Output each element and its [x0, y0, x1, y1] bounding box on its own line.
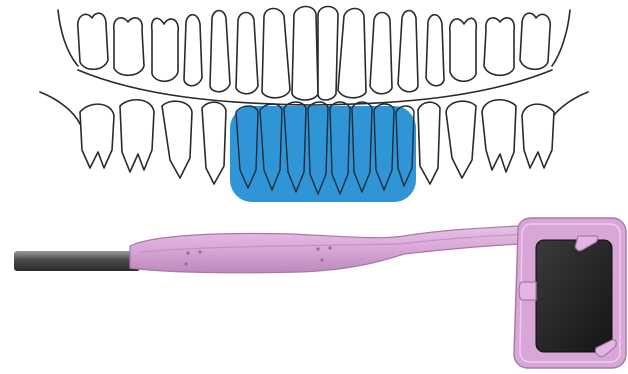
lower-tooth-r4 [418, 102, 440, 184]
upper-tooth-l1 [262, 9, 290, 98]
lower-arch [40, 92, 588, 202]
holder-arm [130, 226, 532, 273]
arm-hole [320, 258, 323, 261]
upper-arch [58, 7, 570, 106]
lower-tooth-l4 [202, 102, 226, 184]
lower-tooth-l5 [162, 101, 192, 178]
upper-tooth-r4 [426, 15, 444, 86]
arm-hole [186, 251, 189, 254]
upper-tooth-r6 [484, 18, 514, 75]
arm-hole [316, 247, 319, 250]
lower-tooth-r7 [522, 104, 554, 168]
lower-tooth-l7 [80, 104, 114, 168]
upper-tooth-l2 [236, 13, 258, 94]
upper-tooth-r1 [338, 9, 366, 98]
arm-hole [184, 262, 187, 265]
sensor-clip-side [519, 282, 536, 300]
upper-tooth-r2 [370, 13, 392, 94]
upper-tooth-l6 [114, 18, 144, 75]
sensor-holder [14, 218, 626, 368]
upper-tooth-l3 [210, 11, 230, 92]
arm-hole [328, 246, 331, 249]
upper-tooth-r3 [398, 11, 418, 92]
arm-hole [198, 250, 201, 253]
upper-tooth-c1 [292, 7, 318, 101]
upper-tooth-r5 [450, 18, 477, 81]
lower-tooth-r5 [446, 101, 476, 178]
upper-tooth-l5 [152, 18, 179, 81]
upper-tooth-l4 [184, 15, 202, 86]
x-ray-sensor [536, 240, 612, 352]
metal-rod [14, 251, 140, 271]
upper-tooth-l7 [78, 13, 108, 69]
upper-tooth-r7 [520, 13, 550, 69]
upper-tooth-c2 [318, 7, 338, 101]
lower-tooth-r6 [482, 100, 516, 172]
lower-tooth-l6 [120, 100, 154, 172]
